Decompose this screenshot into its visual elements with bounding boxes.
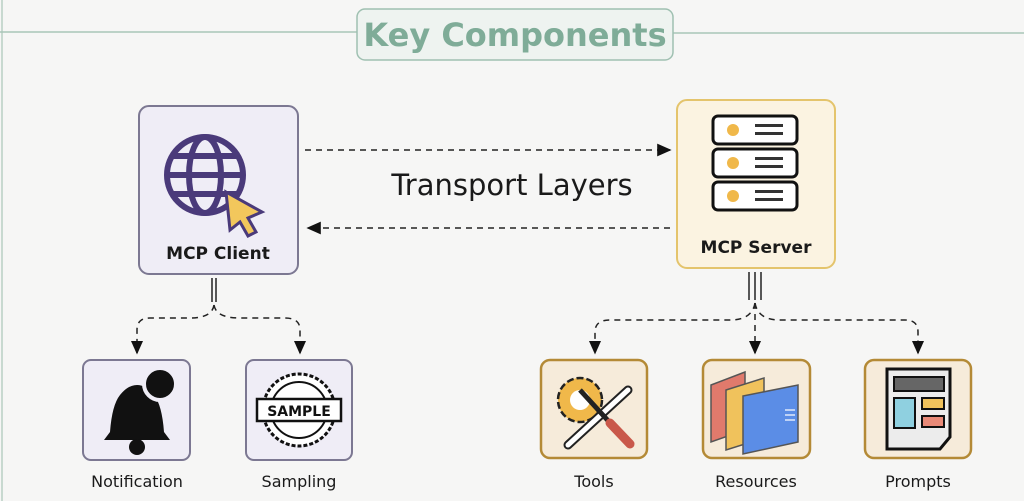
- sample-stamp-icon: SAMPLE: [255, 372, 343, 448]
- resources-label: Resources: [715, 472, 797, 491]
- server-connectors: [589, 272, 924, 355]
- mcp-client-label: MCP Client: [166, 244, 270, 264]
- stamp-text: SAMPLE: [267, 404, 331, 420]
- transport-label: Transport Layers: [390, 168, 632, 202]
- tools-icon: [556, 376, 635, 450]
- server-rack-icon: [711, 114, 799, 212]
- globe-cursor-icon: [164, 134, 266, 238]
- resources-node: Resources: [701, 358, 812, 491]
- mcp-server-label: MCP Server: [701, 238, 813, 258]
- sampling-label: Sampling: [262, 472, 337, 491]
- tools-node: Tools: [539, 358, 649, 491]
- prompts-node: Prompts: [863, 358, 973, 491]
- folders-icon: [710, 370, 799, 455]
- prompts-label: Prompts: [885, 472, 951, 491]
- tools-label: Tools: [573, 472, 613, 491]
- bell-icon: [104, 366, 178, 455]
- sampling-node: SAMPLE Sampling: [245, 359, 353, 491]
- notification-node: Notification: [82, 359, 191, 491]
- title: Key Components: [363, 16, 666, 54]
- mcp-server-node: MCP Server: [676, 99, 836, 269]
- document-layout-icon: [885, 367, 952, 451]
- notification-label: Notification: [91, 472, 183, 491]
- mcp-client-node: MCP Client: [138, 105, 299, 275]
- title-box: Key Components: [356, 8, 674, 61]
- client-connectors: [131, 278, 306, 355]
